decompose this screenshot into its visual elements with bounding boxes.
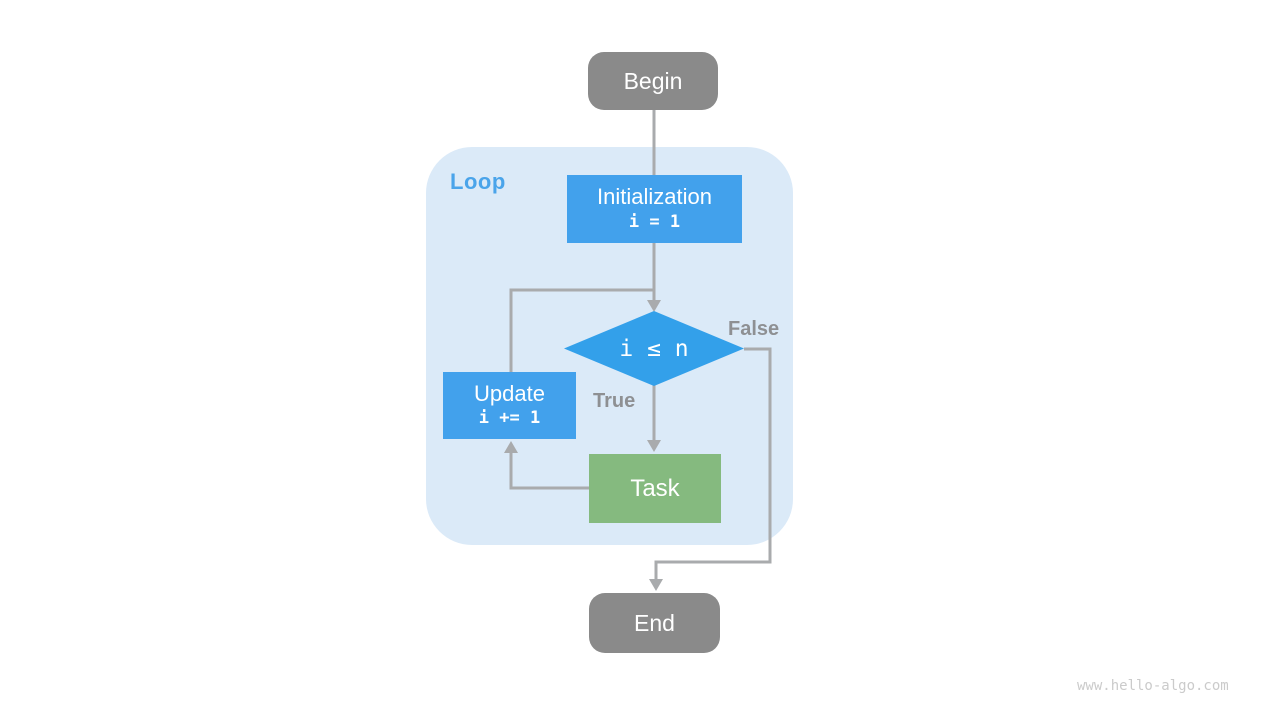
initialization-node-label: Initialization (597, 184, 712, 210)
update-node-label: Update (474, 380, 545, 406)
update-node: Update i += 1 (443, 372, 576, 439)
begin-node-label: Begin (623, 67, 683, 94)
arrowhead-task-top (647, 440, 661, 452)
true-branch-label: True (593, 390, 636, 412)
edge-task-to-update (509, 451, 589, 490)
begin-node: Begin (588, 52, 718, 110)
initialization-node-code: i = 1 (628, 211, 681, 232)
condition-diamond-label: i ≤ n (619, 335, 689, 362)
task-node: Task (589, 454, 721, 523)
initialization-node: Initialization i = 1 (567, 175, 742, 243)
edge-update-to-condition (509, 288, 654, 373)
false-branch-label: False (728, 318, 780, 340)
arrowhead-end-top (649, 579, 663, 591)
update-node-code: i += 1 (478, 408, 541, 429)
arrowhead-condition-top (647, 300, 661, 312)
site-watermark: www.hello-algo.com (1077, 678, 1229, 694)
edge-condition-to-end (654, 347, 772, 581)
end-node: End (589, 593, 720, 653)
task-node-label: Task (630, 474, 680, 502)
arrowhead-update-bottom (504, 441, 518, 453)
loop-group-label: Loop (450, 169, 506, 194)
end-node-label: End (634, 609, 675, 636)
